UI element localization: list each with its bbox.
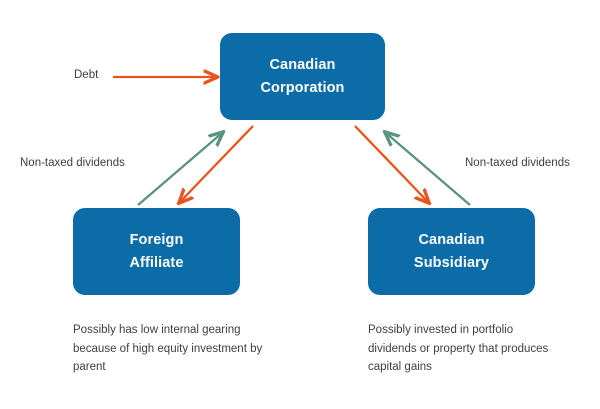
node-canadian-corporation[interactable]: Canadian Corporation <box>220 33 385 120</box>
node-canadian-subsidiary-line1: Canadian <box>418 232 485 249</box>
arrow-dividends-foreign-affiliate-up <box>137 133 222 206</box>
caption-canadian-subsidiary: Possibly invested in portfolio dividends… <box>368 324 549 374</box>
caption-foreign-affiliate: Possibly has low internal gearing becaus… <box>73 324 263 374</box>
edge-label-debt: Debt <box>74 69 99 81</box>
node-foreign-affiliate-line2: Affiliate <box>129 254 184 271</box>
node-foreign-affiliate[interactable]: Foreign Affiliate <box>73 208 240 295</box>
node-canadian-corporation-line2: Corporation <box>260 79 345 96</box>
node-foreign-affiliate-line1: Foreign <box>129 232 184 249</box>
node-canadian-subsidiary-line2: Subsidiary <box>413 254 490 271</box>
node-canadian-corporation-line1: Canadian <box>269 57 336 74</box>
arrow-investment-to-canadian-subsidiary <box>354 125 428 202</box>
edge-label-non-taxed-dividends-right: Non-taxed dividends <box>465 157 570 169</box>
arrow-dividends-canadian-subsidiary-up <box>386 133 471 206</box>
arrow-investment-to-foreign-affiliate <box>180 125 254 202</box>
node-canadian-subsidiary[interactable]: Canadian Subsidiary <box>368 208 535 295</box>
edge-label-non-taxed-dividends-left: Non-taxed dividends <box>20 157 125 169</box>
